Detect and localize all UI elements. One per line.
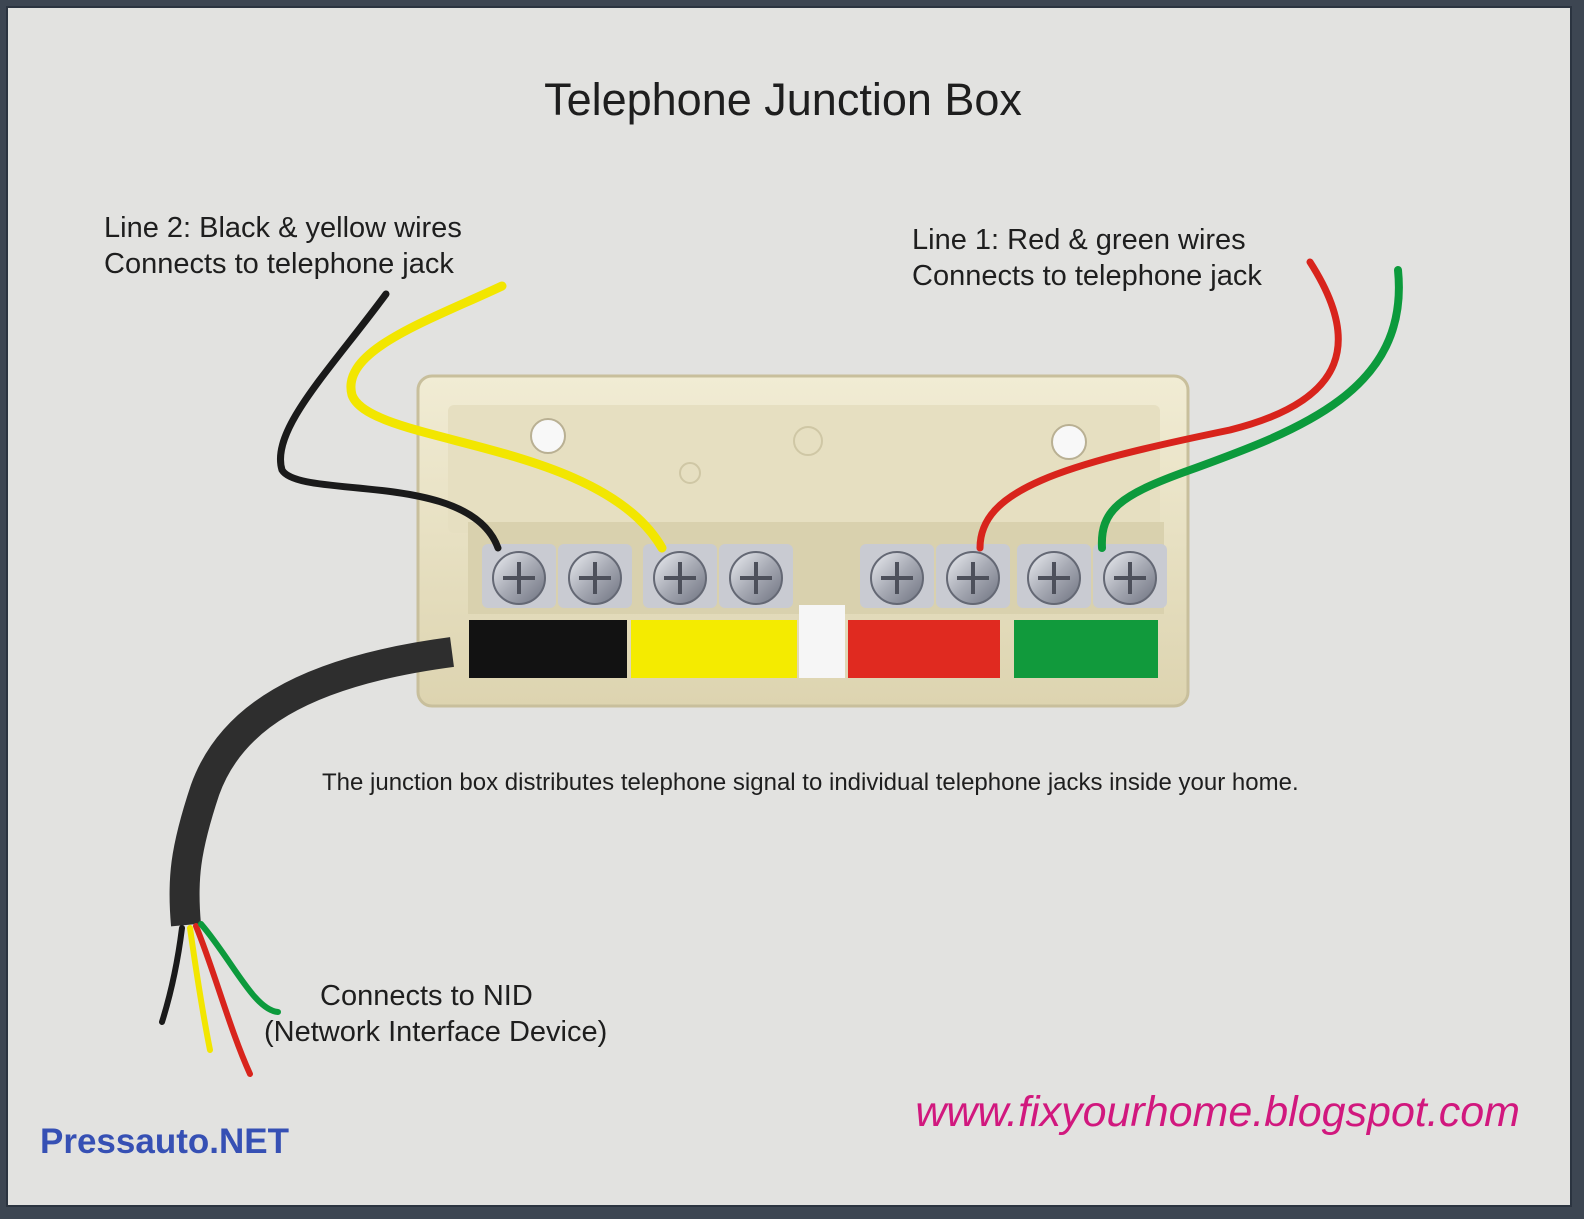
screw-terminal [1093, 544, 1167, 608]
nid-wire-green [198, 921, 281, 1015]
terminal-strip-white [799, 605, 845, 678]
screw-terminal [719, 544, 793, 608]
nid-wire-red [193, 923, 253, 1077]
terminal-strip-yellow [631, 620, 797, 678]
screw-terminal [1017, 544, 1091, 608]
line2-caption-detail: Connects to telephone jack [104, 248, 454, 280]
mounting-hole-left [530, 418, 566, 454]
watermark-text: Pressauto.NET [40, 1122, 289, 1161]
nid-caption-detail: (Network Interface Device) [264, 1016, 608, 1048]
screw-terminal [860, 544, 934, 608]
terminal-strip-black [469, 620, 627, 678]
line2-caption: Line 2: Black & yellow wires Connects to… [104, 210, 462, 282]
line1-caption-detail: Connects to telephone jack [912, 260, 1262, 292]
screw-terminal [558, 544, 632, 608]
screw-terminal [643, 544, 717, 608]
screw-terminals [482, 544, 1167, 608]
description-text: The junction box distributes telephone s… [322, 769, 1299, 796]
line1-caption: Line 1: Red & green wires Connects to te… [912, 222, 1262, 294]
wire-black-line2 [277, 290, 502, 552]
cable-to-nid [169, 637, 454, 927]
mounting-hole-right [1051, 424, 1087, 460]
wire-yellow-line2 [346, 281, 667, 553]
nid-caption-heading: Connects to NID [320, 980, 533, 1012]
screw-terminal [482, 544, 556, 608]
wire-red-line1 [976, 258, 1342, 552]
nid-wire-black [159, 925, 185, 1025]
source-url: www.fixyourhome.blogspot.com [915, 1088, 1520, 1136]
nid-caption: Connects to NID (Network Interface Devic… [264, 978, 607, 1050]
diagram-title: Telephone Junction Box [544, 74, 1022, 125]
terminal-strip-green [1014, 620, 1158, 678]
nid-wire-yellow [187, 925, 213, 1053]
line2-caption-heading: Line 2: Black & yellow wires [104, 212, 462, 244]
terminal-strips [469, 605, 1158, 678]
screw-terminal [936, 544, 1010, 608]
line1-caption-heading: Line 1: Red & green wires [912, 224, 1246, 256]
wire-green-line1 [1097, 266, 1403, 552]
terminal-strip-red [848, 620, 1000, 678]
